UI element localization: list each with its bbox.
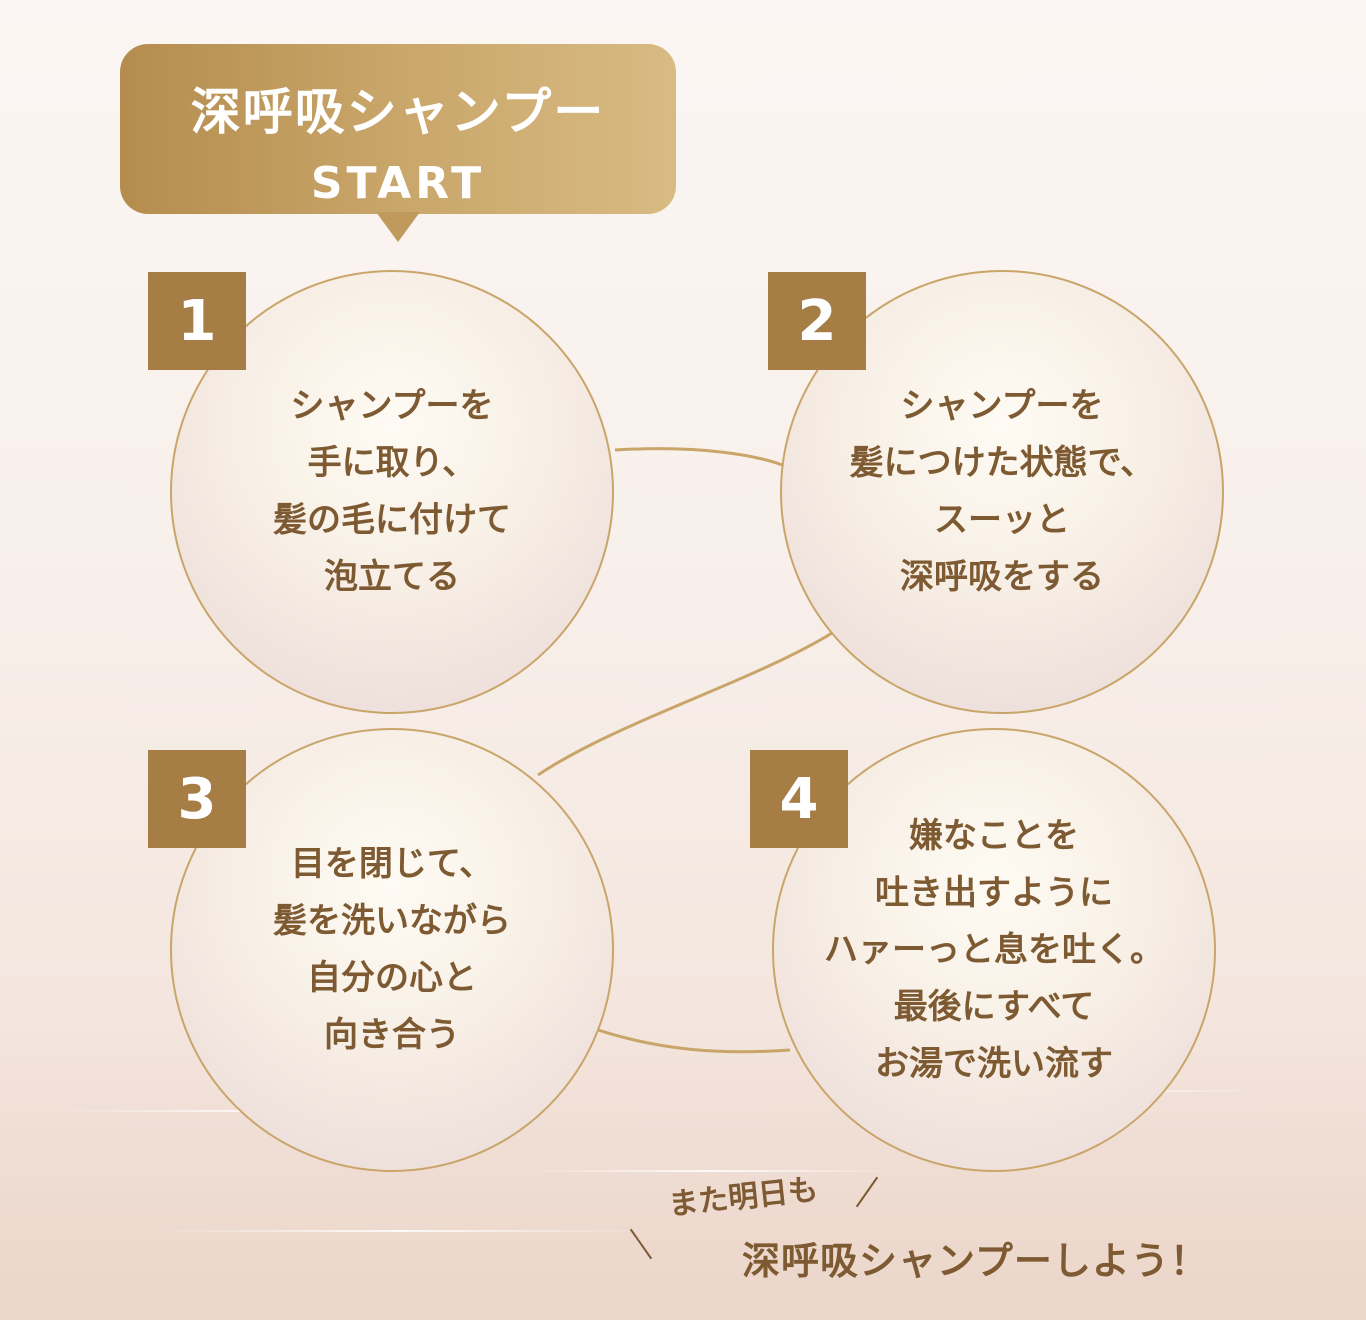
step-2-text: シャンプーを 髪につけた状態で、 スーッと 深呼吸をする	[849, 386, 1155, 597]
step-4-badge: 4	[750, 750, 848, 848]
step-3-badge: 3	[148, 750, 246, 848]
step-1-text: シャンプーを 手に取り、 髪の毛に付けて 泡立てる	[273, 386, 511, 597]
step-4-text: 嫌なことを 吐き出すように ハァーっと息を吐く。 最後にすべて お湯で洗い流す	[824, 815, 1164, 1084]
banner-pointer	[376, 212, 420, 242]
banner-start-label: START	[310, 158, 486, 209]
step-3-text: 目を閉じて、 髪を洗いながら 自分の心と 向き合う	[273, 844, 511, 1055]
step-2-badge: 2	[768, 272, 866, 370]
start-banner: 深呼吸シャンプー START	[120, 44, 676, 214]
footer-main-text: 深呼吸シャンプーしよう！	[742, 1239, 1209, 1283]
step-2-circle: シャンプーを 髪につけた状態で、 スーッと 深呼吸をする	[780, 270, 1224, 714]
step-1-badge: 1	[148, 272, 246, 370]
step-1-circle: シャンプーを 手に取り、 髪の毛に付けて 泡立てる	[170, 270, 614, 714]
banner-title: 深呼吸シャンプー	[190, 83, 606, 141]
